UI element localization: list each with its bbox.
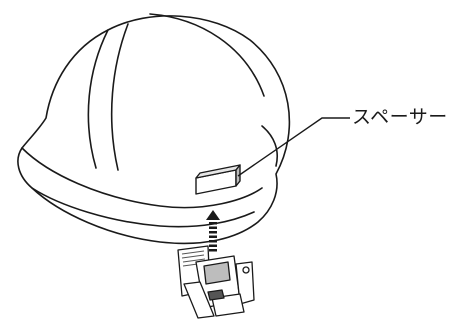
helmet-shell [18, 16, 289, 243]
clip-hinge [208, 290, 224, 300]
clip-slot [204, 262, 230, 284]
helmet [18, 14, 289, 243]
clip-holder [178, 246, 254, 318]
spacer-callout-label: スペーサー [352, 102, 448, 129]
latch-hole-right [243, 267, 249, 273]
